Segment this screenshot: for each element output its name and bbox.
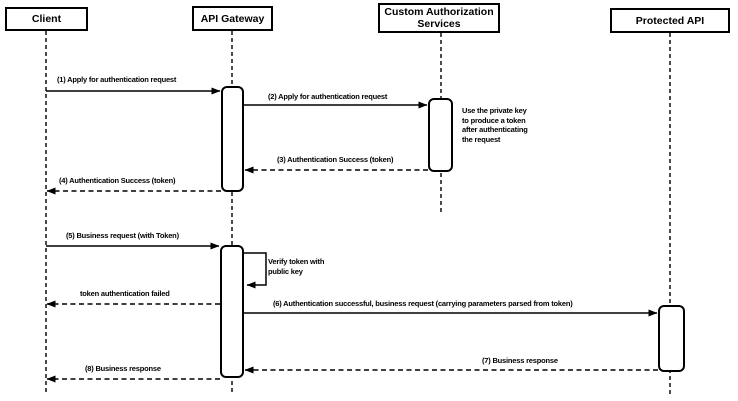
- message-3-label: (3) Authentication Success (token): [277, 155, 394, 164]
- message-5-label: (5) Business request (with Token): [66, 231, 179, 240]
- participant-api-gateway: API Gateway: [192, 6, 273, 31]
- participant-protected-api-label: Protected API: [635, 14, 705, 27]
- self-message-arrow: [244, 252, 267, 289]
- participant-api-gateway-label: API Gateway: [200, 12, 265, 25]
- api-gateway-activation-auth: [221, 86, 244, 192]
- self-message-label: Verify token with public key: [268, 257, 325, 276]
- custom-authorization-activation: [428, 98, 453, 172]
- participant-custom-authorization: Custom Authorization Services: [378, 3, 500, 33]
- message-6-label: (6) Authentication successful, business …: [273, 299, 573, 308]
- message-7-label: (7) Business response: [482, 356, 558, 365]
- participant-protected-api: Protected API: [610, 8, 730, 33]
- api-gateway-activation-business: [220, 245, 244, 378]
- note-text: Use the private key to produce a token a…: [462, 106, 528, 144]
- message-1-label: (1) Apply for authentication request: [57, 75, 177, 84]
- participant-custom-authorization-label: Custom Authorization Services: [384, 6, 494, 30]
- protected-api-activation: [658, 305, 685, 372]
- message-4-label: (4) Authentication Success (token): [59, 176, 176, 185]
- message-2-label: (2) Apply for authentication request: [268, 92, 388, 101]
- token-failed-label: token authentication failed: [80, 289, 170, 298]
- participant-client: Client: [5, 7, 88, 31]
- participant-client-label: Client: [31, 13, 62, 25]
- message-8-label: (8) Business response: [85, 364, 161, 373]
